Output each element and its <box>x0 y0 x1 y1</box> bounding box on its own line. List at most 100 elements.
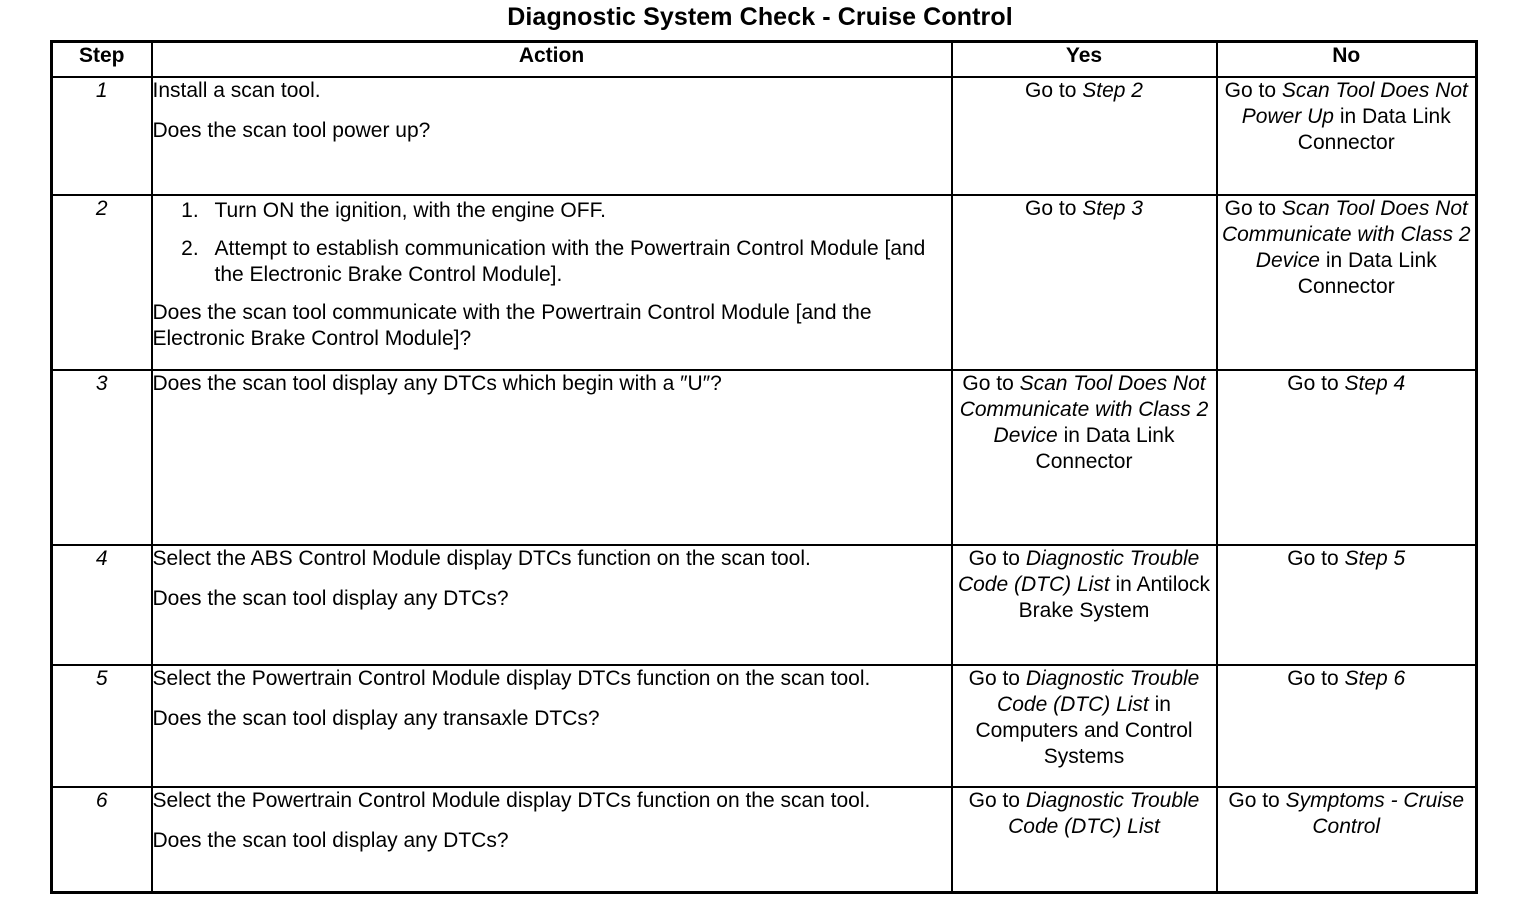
diagnostic-table: Step Action Yes No 1 Install a scan tool.… <box>50 40 1478 894</box>
yes-branch-cell: Go to Diagnostic Trouble Code (DTC) List… <box>950 544 1218 666</box>
yes-branch-run-1: Step 2 <box>1082 79 1143 102</box>
step-number-cell: 3 <box>50 369 153 546</box>
yes-branch-run-2: in Data Link Connector <box>1035 424 1175 473</box>
step-number-cell: 1 <box>50 76 153 196</box>
yes-branch-text: Go to Scan Tool Does Not Communicate wit… <box>953 371 1216 475</box>
action-paragraph-0-run-0: Select the ABS Control Module display DT… <box>152 547 811 570</box>
yes-branch-text: Go to Diagnostic Trouble Code (DTC) List… <box>953 546 1216 624</box>
yes-branch-cell: Go to Step 3 <box>950 194 1218 371</box>
action-paragraph-0-run-0: Install a scan tool. <box>152 79 321 102</box>
table-row: 6 Select the Powertrain Control Module di… <box>50 786 1478 893</box>
yes-branch-text: Go to Diagnostic Trouble Code (DTC) List <box>953 788 1216 840</box>
action-paragraph: Does the scan tool display any transaxle… <box>153 706 951 732</box>
no-branch-run-2: in Data Link Connector <box>1297 105 1451 154</box>
step-number-cell: 5 <box>50 664 153 788</box>
action-paragraph: Does the scan tool display any DTCs? <box>153 828 951 854</box>
action-cell: Install a scan tool. Does the scan tool p… <box>150 76 953 196</box>
no-branch-text: Go to Step 4 <box>1218 371 1476 397</box>
yes-branch-cell: Go to Step 2 <box>950 76 1218 196</box>
yes-branch-text: Go to Diagnostic Trouble Code (DTC) List… <box>953 666 1216 770</box>
yes-branch-run-0: Go to <box>1025 197 1083 220</box>
no-branch-run-0: Go to <box>1287 547 1345 570</box>
no-branch-text: Go to Step 5 <box>1218 546 1476 572</box>
no-branch-run-2: in Data Link Connector <box>1297 249 1437 298</box>
no-branch-text: Go to Scan Tool Does Not Communicate wit… <box>1218 196 1476 300</box>
action-cell: Turn ON the ignition, with the engine OF… <box>150 194 953 371</box>
yes-branch-run-0: Go to <box>968 547 1026 570</box>
yes-branch-text: Go to Step 3 <box>953 196 1216 222</box>
no-branch-cell: Go to Step 5 <box>1215 544 1478 666</box>
action-paragraph-0-run-0: Select the Powertrain Control Module dis… <box>152 667 871 690</box>
action-cell: Select the ABS Control Module display DT… <box>150 544 953 666</box>
column-header-step: Step <box>50 40 153 78</box>
step-number-cell: 2 <box>50 194 153 371</box>
yes-branch-text: Go to Step 2 <box>953 78 1216 104</box>
yes-branch-run-1: Diagnostic Trouble Code (DTC) List <box>957 547 1200 596</box>
no-branch-run-0: Go to <box>1287 372 1345 395</box>
yes-branch-run-1: Diagnostic Trouble Code (DTC) List <box>1008 789 1200 838</box>
no-branch-run-0: Go to <box>1224 79 1282 102</box>
step-number: 1 <box>95 79 108 102</box>
action-ordered-list: Turn ON the ignition, with the engine OF… <box>153 198 951 288</box>
yes-branch-cell: Go to Scan Tool Does Not Communicate wit… <box>950 369 1218 546</box>
yes-branch-cell: Go to Diagnostic Trouble Code (DTC) List… <box>950 664 1218 788</box>
yes-branch-run-0: Go to <box>968 667 1026 690</box>
table-row: 1 Install a scan tool. Does the scan tool … <box>50 76 1478 196</box>
no-branch-run-0: Go to <box>1287 667 1345 690</box>
column-header-action: Action <box>150 40 953 78</box>
yes-branch-run-1: Scan Tool Does Not Communicate with Clas… <box>959 372 1209 447</box>
action-cell: Select the Powertrain Control Module dis… <box>150 786 953 893</box>
table-row: 4 Select the ABS Control Module display D… <box>50 544 1478 666</box>
step-number-cell: 6 <box>50 786 153 893</box>
column-header-yes: Yes <box>950 40 1218 78</box>
table-header-row: Step Action Yes No <box>50 40 1478 78</box>
no-branch-run-1: Step 6 <box>1344 667 1406 690</box>
action-list-item-1-run-0: Attempt to establish communication with … <box>214 237 926 286</box>
action-cell: Select the Powertrain Control Module dis… <box>150 664 953 788</box>
no-branch-run-0: Go to <box>1228 789 1286 812</box>
no-branch-cell: Go to Scan Tool Does Not Power Up in Dat… <box>1215 76 1478 196</box>
action-paragraph: Install a scan tool. <box>153 78 951 104</box>
no-branch-run-0: Go to <box>1224 197 1282 220</box>
yes-branch-run-1: Step 3 <box>1082 197 1143 220</box>
column-header-no: No <box>1215 40 1478 78</box>
no-branch-text: Go to Step 6 <box>1218 666 1476 692</box>
action-paragraph-1-run-0: Does the scan tool display any DTCs? <box>152 587 509 610</box>
diagnostic-table-container: Step Action Yes No 1 Install a scan tool.… <box>50 40 1478 894</box>
step-number: 6 <box>95 789 108 812</box>
action-paragraph: Select the Powertrain Control Module dis… <box>153 666 951 692</box>
yes-branch-run-2: in Computers and Control Systems <box>975 693 1193 768</box>
no-branch-text: Go to Symptoms - Cruise Control <box>1218 788 1476 840</box>
action-paragraph: Does the scan tool display any DTCs? <box>153 586 951 612</box>
no-branch-cell: Go to Symptoms - Cruise Control <box>1215 786 1478 893</box>
yes-branch-run-0: Go to <box>968 789 1026 812</box>
table-header: Step Action Yes No <box>50 40 1478 78</box>
action-list-item-0-run-0: Turn ON the ignition, with the engine OF… <box>214 199 606 222</box>
action-paragraph-0-run-0: Does the scan tool display any DTCs whic… <box>152 372 722 395</box>
action-paragraph: Select the ABS Control Module display DT… <box>153 546 951 572</box>
no-branch-run-1: Step 4 <box>1344 372 1406 395</box>
action-paragraph: Select the Powertrain Control Module dis… <box>153 788 951 814</box>
page-title: Diagnostic System Check - Cruise Control <box>507 3 1013 31</box>
no-branch-cell: Go to Step 4 <box>1215 369 1478 546</box>
action-paragraph-1-run-0: Does the scan tool display any DTCs? <box>152 829 509 852</box>
no-branch-run-1: Scan Tool Does Not Power Up <box>1241 79 1468 128</box>
table-row: 3 Does the scan tool display any DTCs whi… <box>50 369 1478 546</box>
no-branch-run-1: Step 5 <box>1344 547 1406 570</box>
step-number: 4 <box>95 547 108 570</box>
yes-branch-run-1: Diagnostic Trouble Code (DTC) List <box>997 667 1200 716</box>
step-number: 5 <box>95 667 108 690</box>
no-branch-run-1: Scan Tool Does Not Communicate with Clas… <box>1221 197 1471 272</box>
action-paragraph-1-run-0: Does the scan tool display any transaxle… <box>152 707 600 730</box>
step-number: 3 <box>95 372 108 395</box>
no-branch-cell: Go to Step 6 <box>1215 664 1478 788</box>
action-cell: Does the scan tool display any DTCs whic… <box>150 369 953 546</box>
action-paragraph-0-run-0: Select the Powertrain Control Module dis… <box>152 789 871 812</box>
yes-branch-run-0: Go to <box>962 372 1020 395</box>
action-paragraph-1-run-0: Does the scan tool power up? <box>152 119 431 142</box>
yes-branch-run-2: in Antilock Brake System <box>1018 573 1211 622</box>
yes-branch-cell: Go to Diagnostic Trouble Code (DTC) List <box>950 786 1218 893</box>
step-number: 2 <box>95 197 108 220</box>
table-row: 2 Turn ON the ignition, with the engine O… <box>50 194 1478 371</box>
